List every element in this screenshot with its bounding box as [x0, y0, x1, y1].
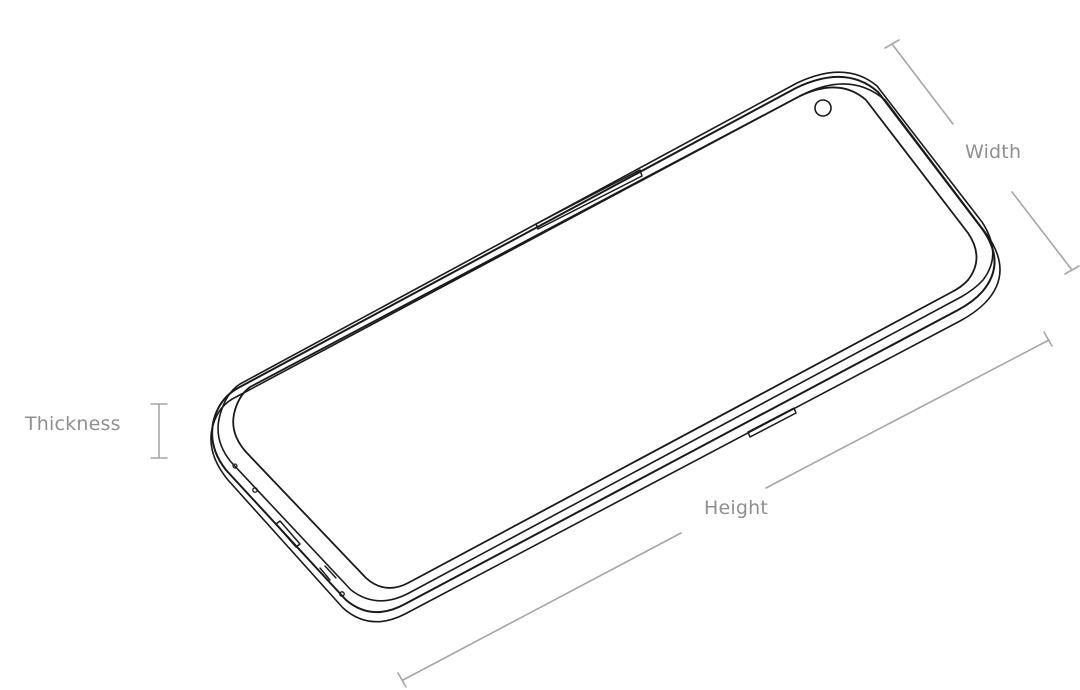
- bottom-mic-hole: [339, 591, 345, 597]
- sim-tray-hole: [232, 463, 238, 469]
- microphone-hole: [252, 487, 258, 493]
- thickness-dimension-line: [150, 403, 168, 459]
- height-dimension-line: [397, 331, 1053, 688]
- height-label: Height: [704, 497, 769, 519]
- speaker-grille: [319, 565, 337, 581]
- phone-frame-outer: [211, 76, 996, 614]
- width-dimension-line: [884, 39, 1080, 275]
- usb-port: [275, 520, 301, 548]
- phone-frame-inner: [217, 71, 994, 602]
- thickness-label: Thickness: [25, 413, 121, 435]
- phone-frame-bottom-edge: [210, 83, 1001, 623]
- phone-illustration: [210, 71, 1001, 623]
- width-label: Width: [965, 141, 1022, 163]
- front-camera: [814, 99, 832, 117]
- dimension-lines: [150, 39, 1080, 688]
- top-side-button: [535, 169, 643, 230]
- side-button: [747, 407, 797, 438]
- phone-screen: [232, 86, 978, 589]
